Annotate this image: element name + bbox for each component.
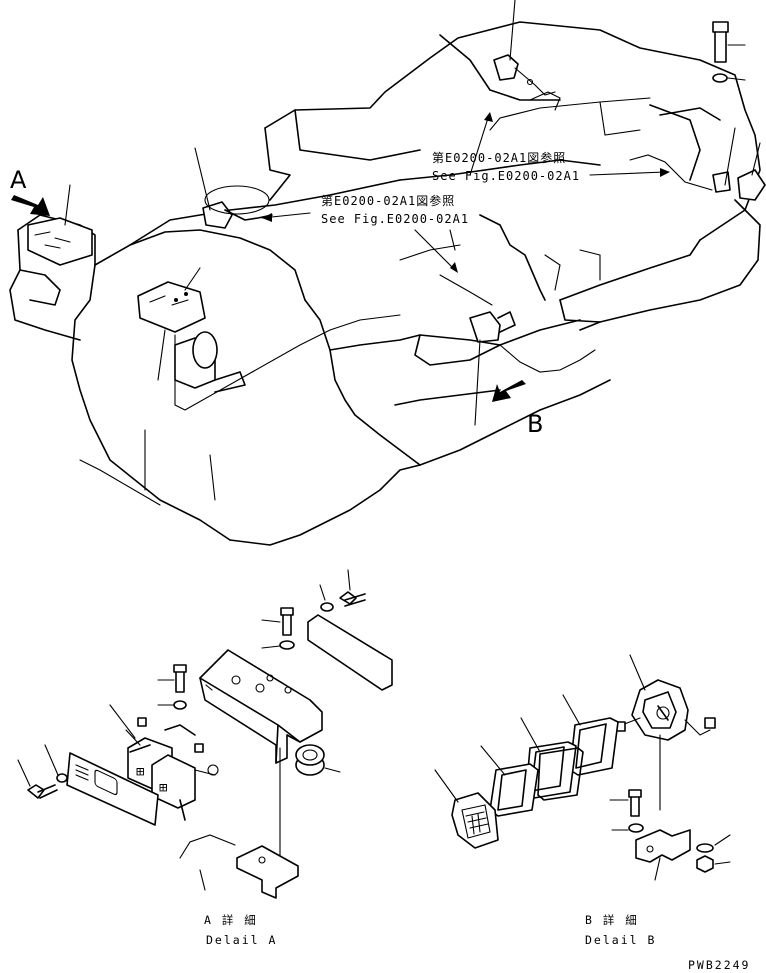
detail-a-title-ja: A 詳 細 — [204, 913, 258, 927]
callout-upper-en: See Fig.E0200-02A1 — [432, 169, 580, 183]
callout-lower-en: See Fig.E0200-02A1 — [321, 212, 469, 226]
callout-upper-ja: 第E0200-02A1図参照 — [432, 150, 566, 165]
detail-b-drawing — [434, 654, 731, 881]
svg-text:⊞: ⊞ — [136, 764, 145, 780]
view-marker-a: A — [10, 166, 27, 194]
svg-text:⊞: ⊞ — [159, 780, 168, 796]
machine-body — [9, 0, 766, 546]
drawing-number: PWB2249 — [688, 958, 750, 972]
detail-a-title-en: Delail A — [206, 933, 277, 947]
detail-b-title-en: Delail B — [585, 933, 656, 947]
callout-lower-ja: 第E0200-02A1図参照 — [321, 193, 455, 208]
view-marker-b: B — [527, 410, 543, 438]
detail-b-title-ja: B 詳 細 — [585, 913, 639, 927]
detail-a-drawing: ⊞ ⊞ — [17, 569, 393, 899]
